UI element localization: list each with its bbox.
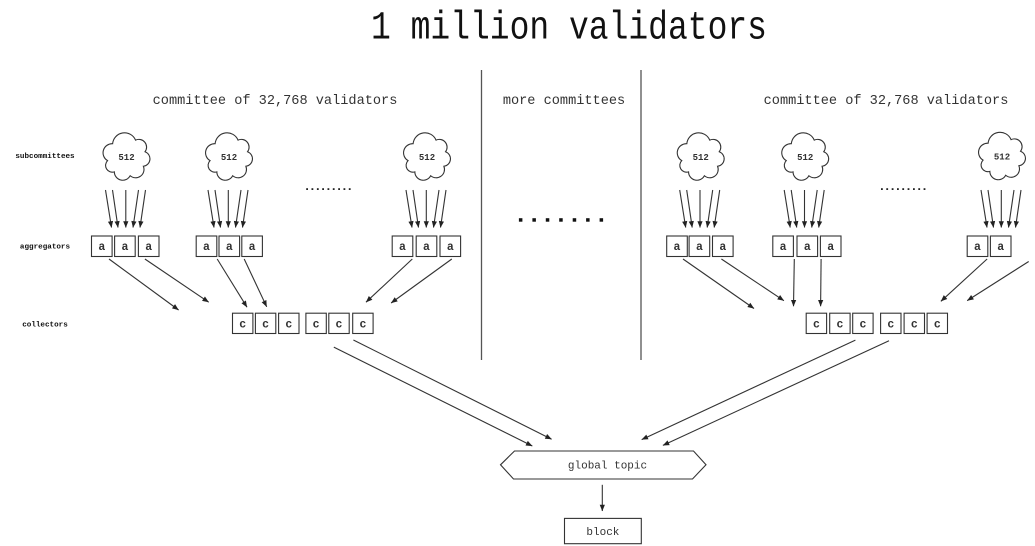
svg-text:a: a	[399, 241, 406, 254]
svg-text:a: a	[226, 241, 233, 254]
svg-text:a: a	[98, 241, 105, 254]
svg-text:committee of 32,768 validators: committee of 32,768 validators	[153, 94, 398, 109]
svg-text:c: c	[336, 318, 343, 331]
svg-text:512: 512	[118, 153, 134, 163]
svg-text:a: a	[719, 241, 726, 254]
svg-text:512: 512	[994, 152, 1010, 162]
svg-text:512: 512	[797, 153, 813, 163]
svg-text:c: c	[313, 318, 320, 331]
svg-text:block: block	[586, 527, 619, 539]
svg-text:a: a	[249, 241, 256, 254]
svg-text:1 million validators: 1 million validators	[371, 6, 767, 51]
svg-text:512: 512	[693, 153, 709, 163]
svg-text:c: c	[934, 318, 941, 331]
svg-text:collectors: collectors	[22, 322, 68, 330]
svg-text:a: a	[447, 241, 454, 254]
svg-text:a: a	[203, 241, 210, 254]
svg-text:c: c	[285, 318, 292, 331]
svg-text:a: a	[974, 241, 981, 254]
svg-text:a: a	[804, 241, 811, 254]
svg-text:committee of 32,768 validators: committee of 32,768 validators	[764, 94, 1009, 109]
svg-text:c: c	[239, 318, 246, 331]
svg-text:c: c	[262, 318, 269, 331]
svg-text:512: 512	[221, 153, 237, 163]
svg-text:a: a	[423, 241, 430, 254]
svg-text:subcommittees: subcommittees	[15, 153, 75, 161]
svg-text:a: a	[121, 241, 128, 254]
svg-text:a: a	[827, 241, 834, 254]
svg-text:c: c	[359, 318, 366, 331]
svg-text:c: c	[836, 318, 843, 331]
svg-text:c: c	[813, 318, 820, 331]
svg-text:c: c	[859, 318, 866, 331]
svg-text:c: c	[911, 318, 918, 331]
svg-text:512: 512	[419, 153, 435, 163]
svg-text:c: c	[887, 318, 894, 331]
svg-text:a: a	[145, 241, 152, 254]
svg-text:a: a	[674, 241, 681, 254]
svg-text:a: a	[696, 241, 703, 254]
svg-text:a: a	[780, 241, 787, 254]
svg-text:aggregators: aggregators	[20, 244, 71, 252]
svg-text:more committees: more committees	[503, 94, 625, 109]
svg-text:a: a	[997, 241, 1004, 254]
svg-text:global topic: global topic	[568, 461, 647, 473]
